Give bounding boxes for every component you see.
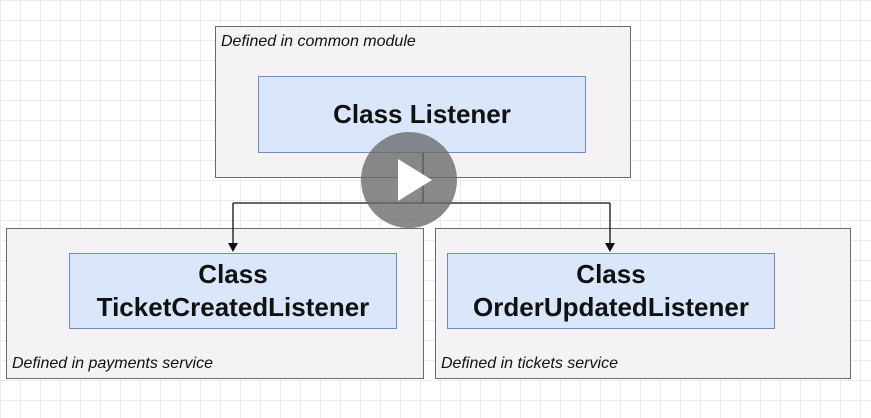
- arrowhead-ticket-created: [228, 243, 238, 252]
- class-listener-label: Class Listener: [333, 99, 511, 129]
- ticket-created-listener-line1: Class: [198, 259, 268, 289]
- tickets-module-label: Defined in tickets service: [441, 355, 618, 372]
- arrowhead-order-updated: [605, 243, 615, 252]
- order-updated-listener-line2: OrderUpdatedListener: [473, 292, 749, 322]
- order-updated-listener-box: Class OrderUpdatedListener: [447, 253, 775, 329]
- video-play-button[interactable]: [361, 132, 457, 228]
- order-updated-listener-line1: Class: [576, 259, 646, 289]
- payments-module-label: Defined in payments service: [12, 355, 213, 372]
- common-module-label: Defined in common module: [221, 33, 416, 50]
- ticket-created-listener-box: Class TicketCreatedListener: [69, 253, 397, 329]
- ticket-created-listener-line2: TicketCreatedListener: [96, 292, 370, 322]
- play-icon: [398, 159, 432, 201]
